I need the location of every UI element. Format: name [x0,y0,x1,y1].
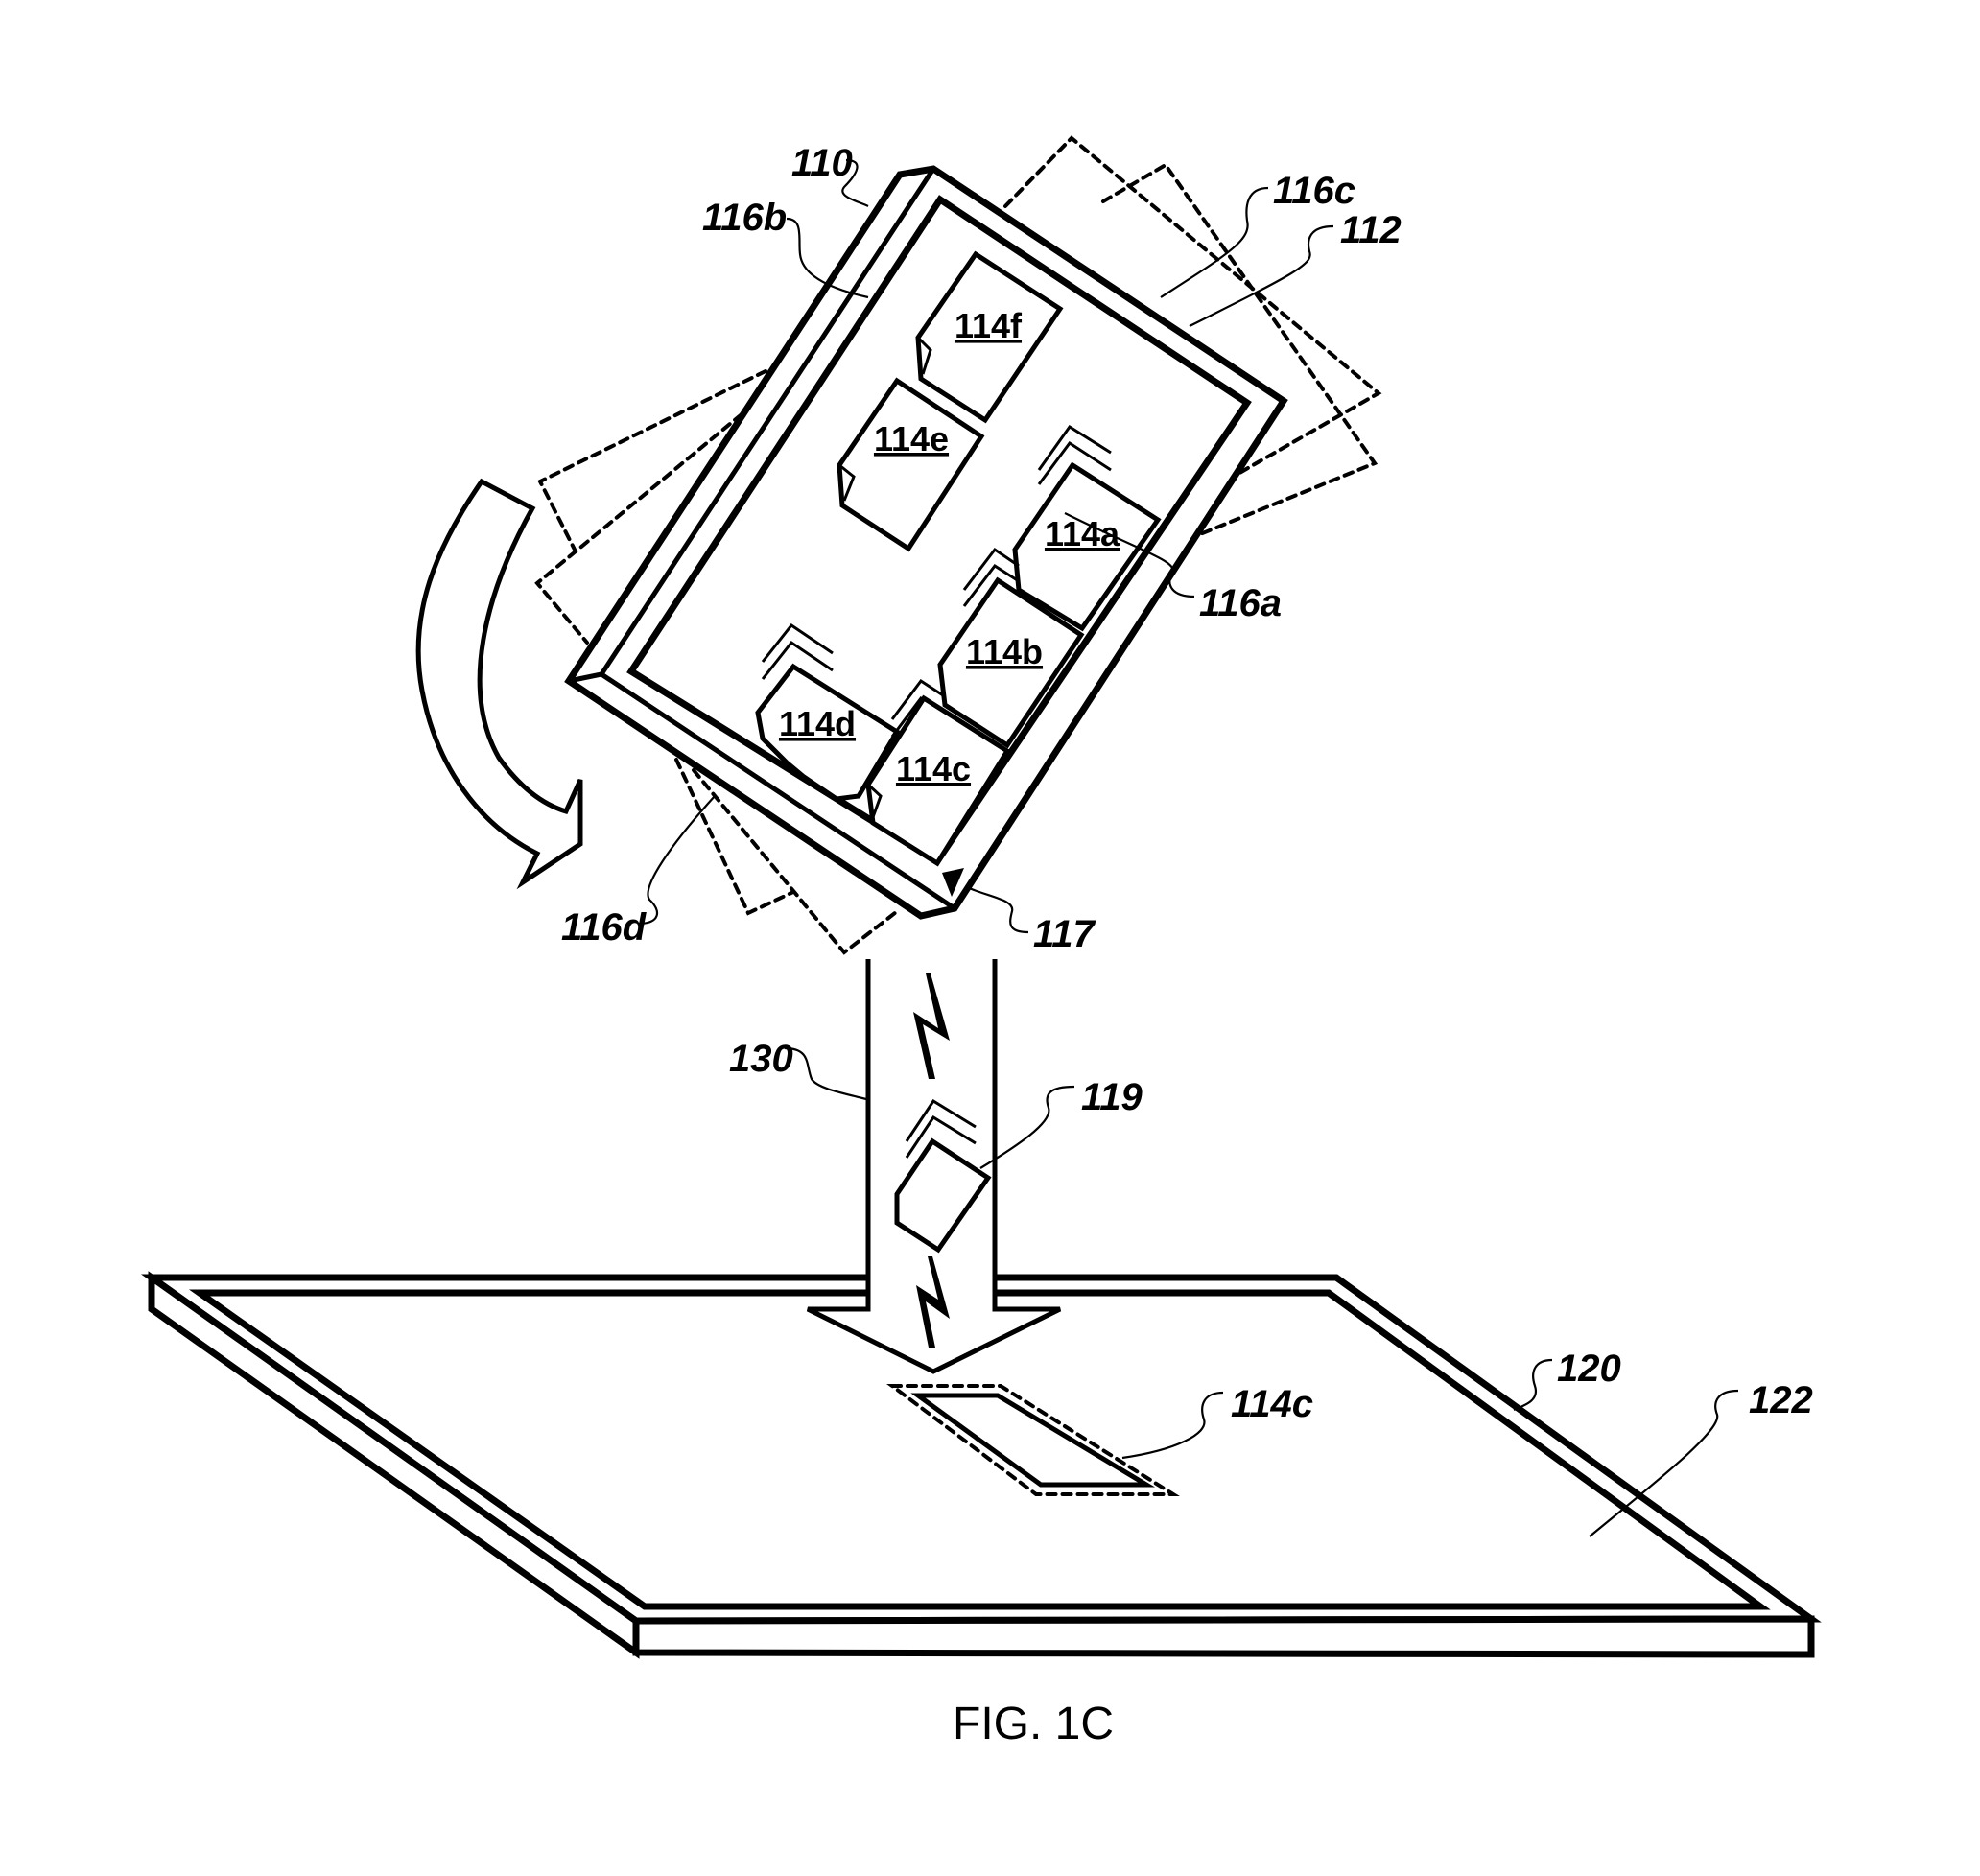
leader-116c [1160,186,1269,298]
item-114d-page [755,663,901,802]
board-left-face [148,1271,640,1659]
item-114b-page [937,576,1085,749]
item-114c-fold-icon [866,783,883,818]
device-corner-bevel-bottom [920,905,955,919]
leader-130 [784,1046,871,1102]
ghost-outline-left-1 [537,369,767,553]
item-label-114e: 114e [874,419,949,458]
leader-120 [1513,1358,1553,1412]
label-122: 122 [1749,1379,1813,1421]
item-114e-fold-icon [838,463,856,502]
ghost-outline-bottom-2 [692,768,902,955]
label-117: 117 [1033,913,1096,955]
leader-112 [1189,224,1334,327]
item-114e-page [837,377,985,552]
leader-116b [786,217,869,299]
wireless-bolt-icon-bottom [916,1256,950,1348]
item-label-114a: 114a [1045,514,1120,553]
label-received-114c: 114c [1231,1383,1313,1425]
item-114d-motion-chevron-2 [761,640,834,680]
transfer-indicator-117-icon [942,868,964,897]
item-114f-page [915,250,1064,424]
wireless-bolt-icon-top [913,973,950,1079]
device-back-edge [566,173,903,683]
label-112: 112 [1340,209,1402,251]
leader-122 [1589,1389,1739,1537]
received-item-outline [910,1393,1156,1488]
ghost-outline-bottom-1 [674,758,795,916]
item-114a-page [1012,461,1162,632]
item-label-114c: 114c [896,749,971,788]
item-114b-motion-chevron-2 [962,563,1020,607]
received-item-114c [886,1384,1180,1496]
received-item-dotted-outline [886,1384,1180,1496]
leader-116d [637,795,716,926]
leader-117 [966,885,1029,934]
label-110: 110 [791,142,853,184]
label-120: 120 [1557,1348,1621,1390]
label-116b: 116b [702,197,787,239]
item-114a-motion-chevron-1 [1037,424,1112,471]
board-front-face [632,1615,1815,1658]
device-corner-bevel-left [568,671,602,684]
item-119-motion-chevron-1 [905,1098,977,1142]
item-119-page [894,1137,992,1254]
label-130: 130 [729,1038,793,1080]
transfer-arrow-130 [806,959,1062,1374]
label-116a: 116a [1199,582,1282,624]
screen-items [755,250,1162,867]
leader-116a [1064,512,1195,598]
label-116d: 116d [561,906,648,949]
leader-114c [1121,1391,1224,1460]
label-119: 119 [1081,1076,1143,1118]
rotation-arrow-icon [415,478,583,890]
item-label-114f: 114f [955,306,1023,345]
leader-110 [841,158,869,207]
item-114f-fold-icon [916,336,932,375]
item-114b-motion-chevron-1 [962,547,1020,591]
ghost-outline-left-2 [534,412,743,645]
item-114a-motion-chevron-2 [1037,440,1112,485]
leader-lines [637,158,1739,1537]
item-119-motion-chevron-2 [905,1114,977,1159]
figure-caption: FIG. 1C [953,1699,1114,1749]
leader-119 [979,1085,1075,1169]
item-114d-motion-chevron-1 [761,622,834,663]
label-116c: 116c [1273,170,1355,212]
item-114c-motion-chevron-1 [890,678,944,720]
item-label-114b: 114b [966,632,1043,671]
item-label-114d: 114d [779,704,856,743]
item-114c-page [865,694,1011,867]
